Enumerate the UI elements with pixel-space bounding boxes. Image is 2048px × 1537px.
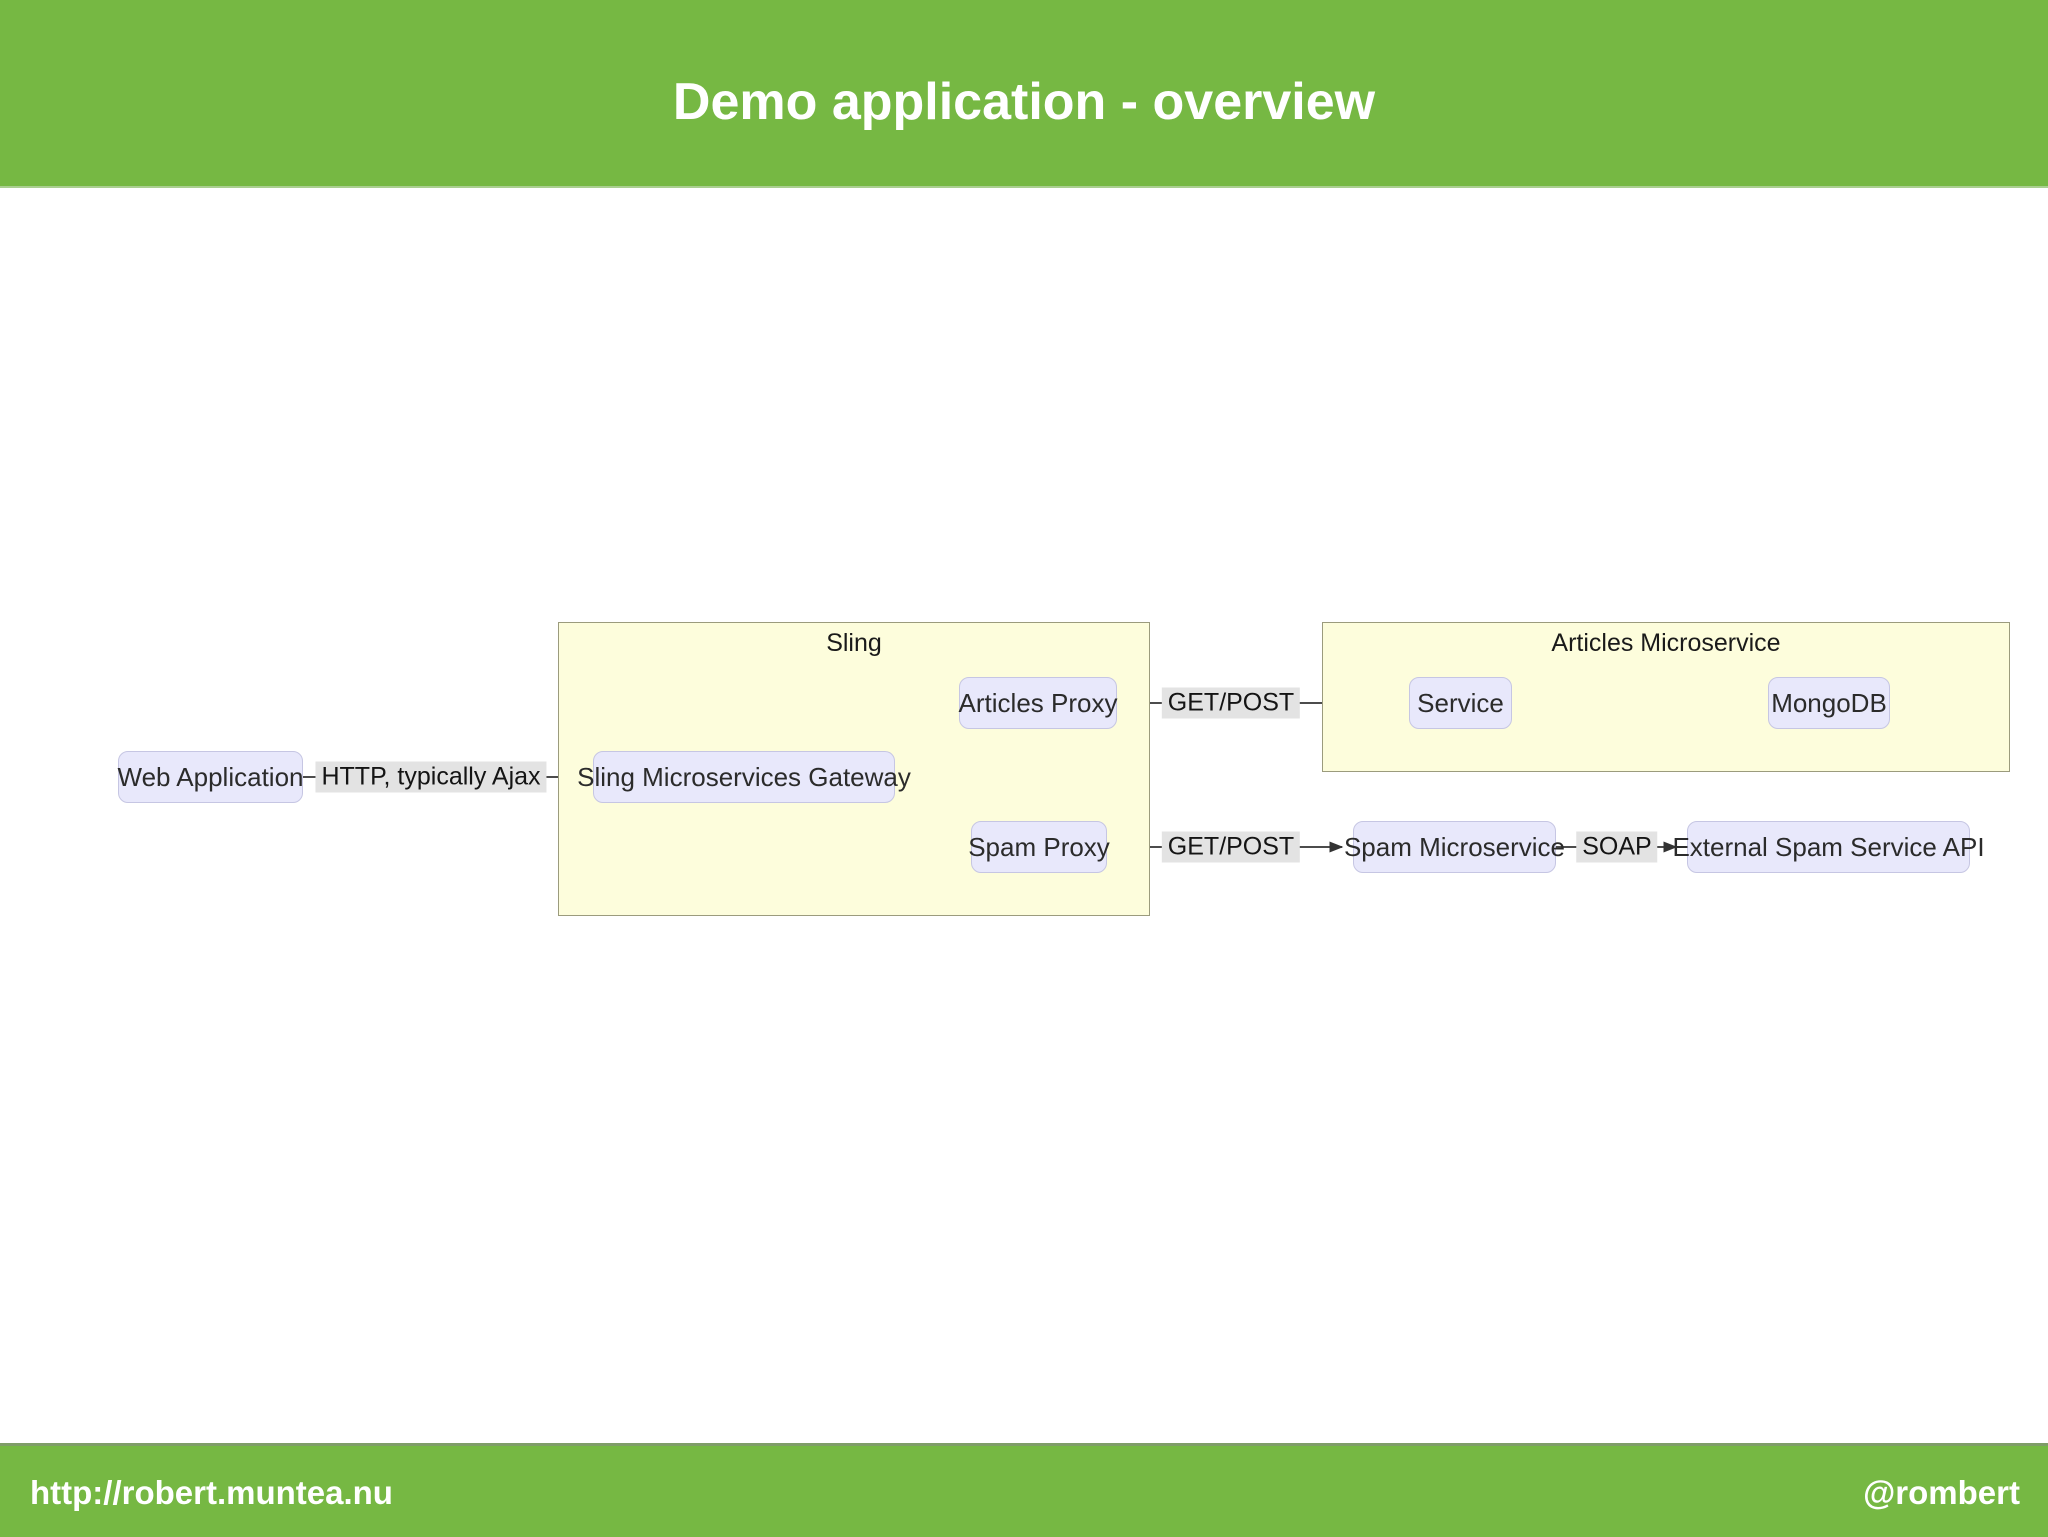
node-spam-microservice: Spam Microservice	[1344, 821, 1565, 873]
footer-url: http://robert.muntea.nu	[30, 1474, 393, 1511]
node-external-spam-service-api: External Spam Service API	[1672, 821, 1985, 873]
cluster-articles-microservice-label: Articles Microservice	[1551, 629, 1781, 657]
cluster-sling-label: Sling	[826, 629, 882, 657]
edge-label-get-post-spam: GET/POST	[1161, 831, 1301, 863]
footer-twitter-handle: @rombert	[1863, 1474, 2020, 1511]
node-web-application: Web Application	[118, 751, 304, 803]
node-spam-proxy: Spam Proxy	[968, 821, 1110, 873]
slide-title: Demo application - overview	[672, 73, 1376, 131]
node-mongodb: MongoDB	[1768, 677, 1890, 729]
edge-label-soap: SOAP	[1576, 831, 1658, 863]
edge-label-get-post-articles: GET/POST	[1161, 687, 1301, 719]
node-articles-proxy: Articles Proxy	[959, 677, 1117, 729]
footer-band: http://robert.muntea.nu @rombert	[0, 1443, 2048, 1537]
node-sling-microservices-gateway: Sling Microservices Gateway	[577, 751, 911, 803]
header-band: Demo application - overview	[0, 0, 2048, 188]
node-service: Service	[1409, 677, 1512, 729]
edge-label-http-typically-ajax: HTTP, typically Ajax	[315, 761, 547, 793]
